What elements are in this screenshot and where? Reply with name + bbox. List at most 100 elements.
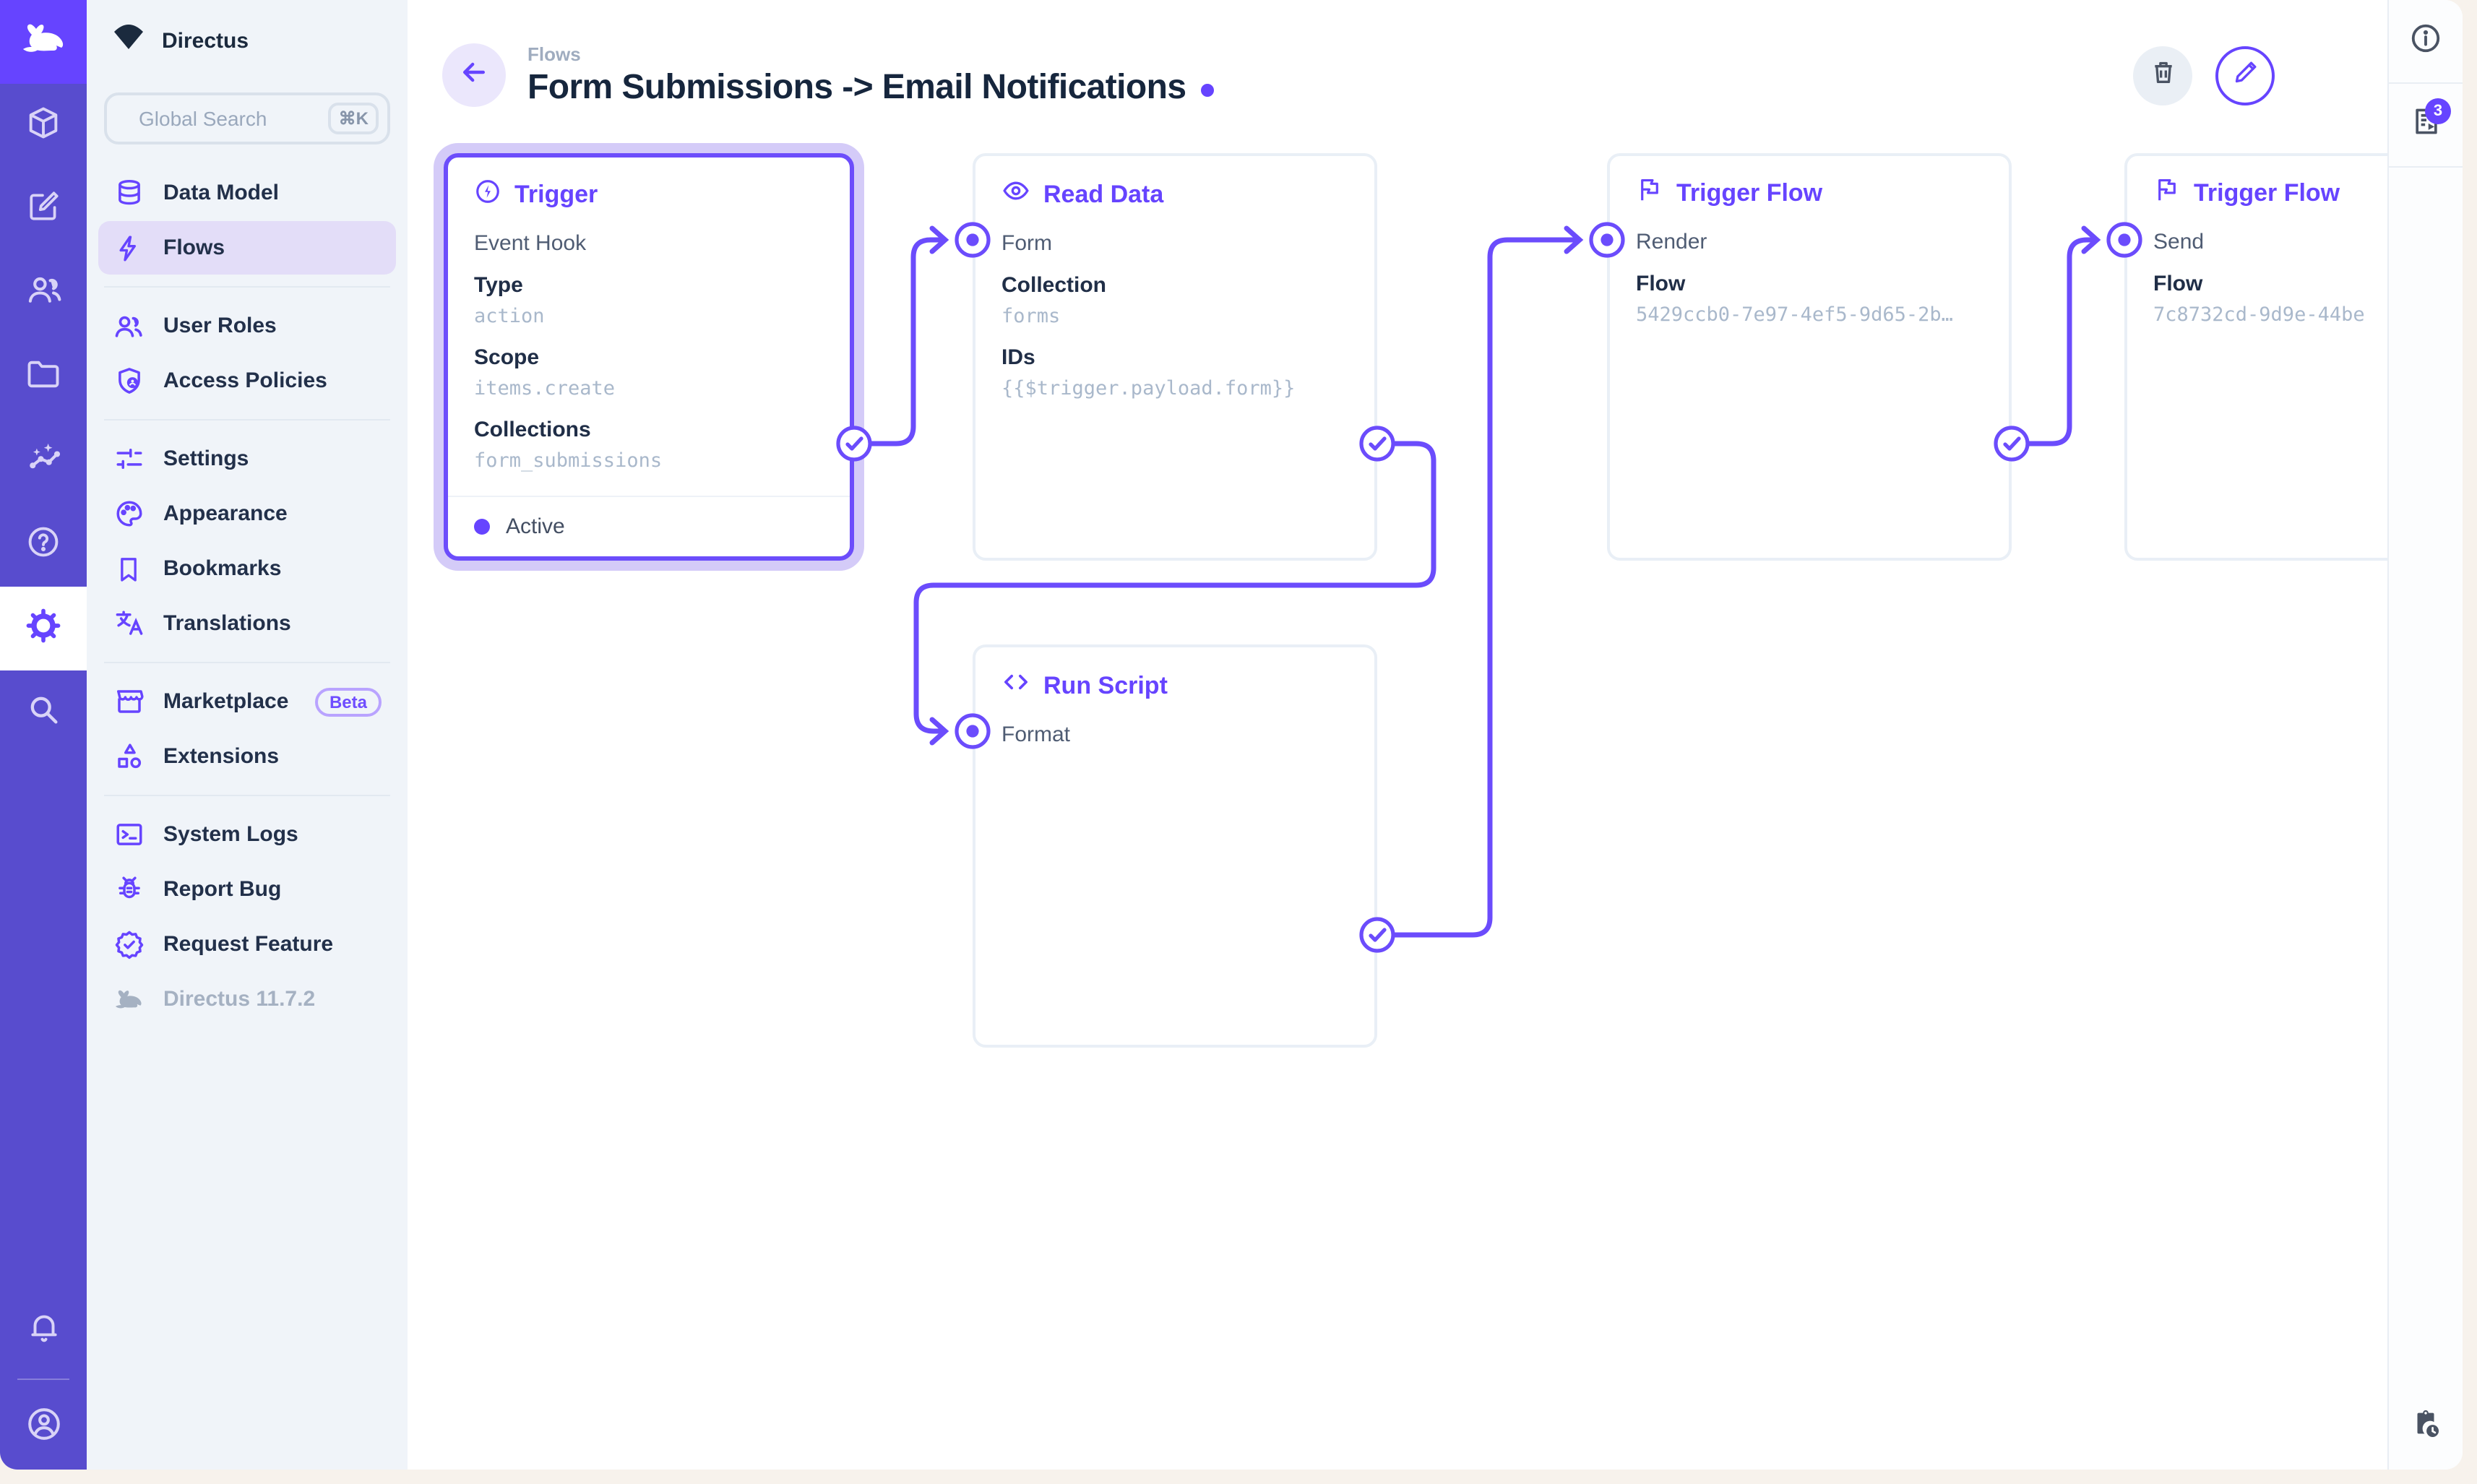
back-button[interactable] <box>442 43 506 107</box>
sidebar-item-bookmarks[interactable]: Bookmarks <box>98 542 396 595</box>
sidebar-item-appearance[interactable]: Appearance <box>98 487 396 540</box>
eye-icon <box>1001 176 1030 212</box>
flow-node-trigger[interactable]: Trigger Event Hook Type action Scope ite… <box>444 153 854 561</box>
sidebar-item-marketplace[interactable]: Marketplace Beta <box>98 675 396 728</box>
node-title-label: Trigger Flow <box>2194 179 2340 207</box>
sidebar-item-label: Access Policies <box>163 368 327 393</box>
trigger-status-footer: Active <box>448 496 850 556</box>
title-block: Flows Form Submissions -> Email Notifica… <box>527 43 1214 108</box>
pending-tasks-button[interactable] <box>2389 1386 2463 1470</box>
module-settings[interactable] <box>0 587 87 670</box>
storefront-icon <box>113 686 145 717</box>
bookmark-icon <box>113 553 145 584</box>
gear-icon <box>25 606 62 651</box>
sidebar-item-system-logs[interactable]: System Logs <box>98 808 396 861</box>
flow-node-trigger-flow-render[interactable]: Trigger Flow Render Flow 5429ccb0-7e97-4… <box>1607 153 2012 561</box>
sidebar-item-settings[interactable]: Settings <box>98 432 396 486</box>
nav-list: Data Model Flows User Roles Access Polic… <box>87 165 408 1027</box>
global-search-box[interactable]: ⌘K <box>104 92 390 144</box>
node-input-label: Form <box>1001 231 1052 256</box>
module-content[interactable] <box>0 84 87 168</box>
arrowhead-icon <box>929 717 949 746</box>
sidebar-item-label: Marketplace <box>163 689 289 714</box>
flag-icon <box>2153 176 2181 211</box>
sidebar-item-user-roles[interactable]: User Roles <box>98 299 396 353</box>
sidebar-item-label: Appearance <box>163 501 288 526</box>
trash-icon <box>2148 57 2177 93</box>
flow-node-trigger-flow-send[interactable]: Trigger Flow Send Flow 7c8732cd-9d9e-44b… <box>2124 153 2387 561</box>
notifications-button[interactable] <box>0 1289 87 1373</box>
page-header: Flows Form Submissions -> Email Notifica… <box>408 0 2312 150</box>
delete-flow-button[interactable] <box>2133 46 2192 105</box>
module-files[interactable] <box>0 335 87 419</box>
page-title: Form Submissions -> Email Notifications <box>527 67 1186 106</box>
logs-panel-button[interactable]: 3 <box>2389 84 2463 168</box>
directus-rabbit-grey-icon <box>113 983 145 1015</box>
database-icon <box>113 177 145 209</box>
module-help[interactable] <box>0 503 87 587</box>
field-value: form_submissions <box>474 449 663 473</box>
directus-rabbit-icon <box>19 20 68 64</box>
module-bar <box>0 0 87 1470</box>
flow-canvas[interactable]: Trigger Event Hook Type action Scope ite… <box>408 0 2387 1470</box>
field-label: IDs <box>1001 345 1035 370</box>
nav-divider <box>104 286 390 288</box>
sidebar-item-flows[interactable]: Flows <box>98 221 396 275</box>
sidebar-item-data-model[interactable]: Data Model <box>98 166 396 220</box>
pencil-icon <box>2231 57 2260 93</box>
edit-flow-button[interactable] <box>2215 46 2275 105</box>
global-search-input[interactable] <box>139 107 317 130</box>
unsaved-indicator-dot <box>1200 84 1214 97</box>
sidebar-item-label: Flows <box>163 236 225 260</box>
sidebar-item-label: Settings <box>163 447 249 471</box>
sidebar-item-report-bug[interactable]: Report Bug <box>98 863 396 916</box>
module-bar-divider <box>17 1379 69 1380</box>
shield-user-icon <box>113 365 145 397</box>
module-users[interactable] <box>0 251 87 335</box>
user-menu-button[interactable] <box>0 1386 87 1470</box>
wire-run-script-to-trigger-flow-render <box>1374 237 1581 938</box>
beta-badge: Beta <box>314 687 382 716</box>
directus-logo-button[interactable] <box>0 0 87 84</box>
module-insights[interactable] <box>0 419 87 503</box>
flow-node-run-script[interactable]: Run Script Format <box>973 644 1377 1048</box>
nav-divider <box>104 419 390 420</box>
flow-node-read-data[interactable]: Read Data Form Collection forms IDs {{$t… <box>973 153 1377 561</box>
field-value: items.create <box>474 377 616 400</box>
edit-square-icon <box>25 188 61 231</box>
main-area: Flows Form Submissions -> Email Notifica… <box>408 0 2387 1470</box>
node-title-label: Read Data <box>1043 180 1164 207</box>
flow-info-button[interactable] <box>2389 0 2463 84</box>
sidebar-item-translations[interactable]: Translations <box>98 597 396 650</box>
bug-icon <box>113 873 145 905</box>
search-shortcut-badge: ⌘K <box>328 103 379 134</box>
node-subtitle: Event Hook <box>474 231 587 256</box>
info-icon <box>2409 21 2442 61</box>
rail-spacer <box>2389 168 2463 1386</box>
version-label: Directus 11.7.2 <box>163 987 316 1011</box>
node-title-label: Trigger <box>514 181 598 208</box>
sidebar-item-access-policies[interactable]: Access Policies <box>98 354 396 407</box>
sidebar-item-label: Data Model <box>163 181 280 205</box>
field-value: 7c8732cd-9d9e-44be <box>2153 303 2365 327</box>
avatar-icon <box>24 1405 63 1451</box>
sidebar-item-label: System Logs <box>163 822 298 847</box>
node-input-label: Format <box>1001 722 1071 747</box>
field-label: Scope <box>474 345 540 370</box>
project-row[interactable]: Directus <box>87 0 408 81</box>
translate-icon <box>113 608 145 639</box>
module-search[interactable] <box>0 670 87 754</box>
box-icon <box>25 103 62 148</box>
field-label: Collection <box>1001 273 1107 298</box>
breadcrumb[interactable]: Flows <box>527 43 581 64</box>
sidebar-item-request-feature[interactable]: Request Feature <box>98 918 396 971</box>
module-editor[interactable] <box>0 168 87 251</box>
clipboard-clock-icon <box>2409 1407 2442 1448</box>
arrowhead-icon <box>1564 225 1584 254</box>
node-title-label: Run Script <box>1043 671 1168 699</box>
sidebar-item-extensions[interactable]: Extensions <box>98 730 396 783</box>
logs-count-badge: 3 <box>2425 98 2451 124</box>
arrowhead-icon <box>2081 225 2101 254</box>
sidebar-item-label: Bookmarks <box>163 556 282 581</box>
